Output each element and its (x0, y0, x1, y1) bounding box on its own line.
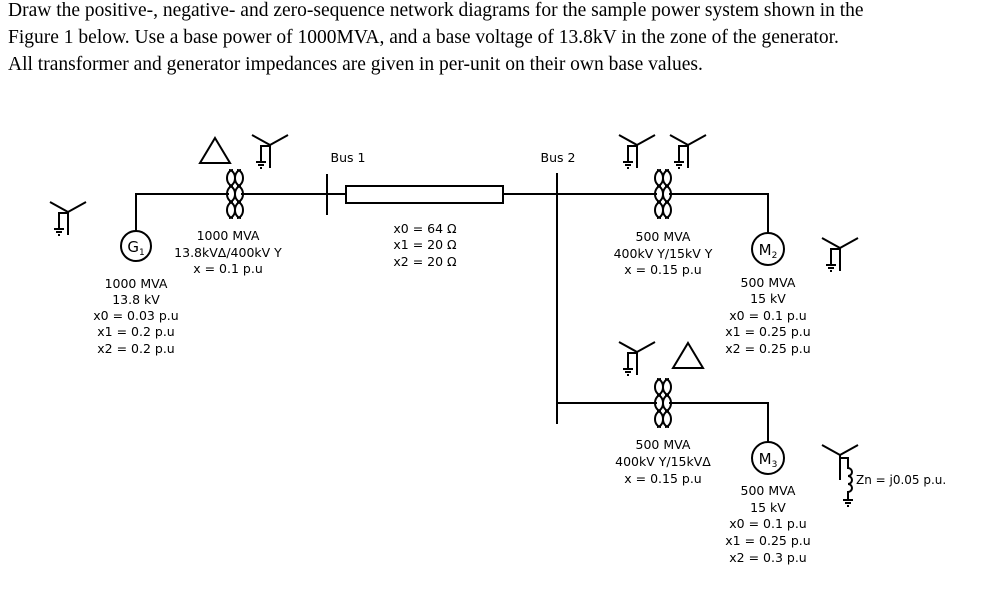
g1-wye-grounded-icon (49, 201, 87, 236)
m3-ratings: 500 MVA 15 kV x0 = 0.1 p.u x1 = 0.25 p.u… (725, 483, 810, 565)
diagram-label: x = 0.15 p.u (624, 262, 701, 277)
diagram-label: 400kV Y/15kVΔ (615, 454, 711, 469)
t3-wye-grounded-icon (618, 341, 656, 376)
transmission-line (345, 185, 504, 204)
diagram-label: x2 = 0.3 p.u (729, 550, 806, 565)
t2-wye-grounded-lv-icon (669, 134, 707, 169)
motor-m3-icon (751, 441, 785, 475)
t2-to-m2 (669, 193, 769, 233)
problem-line-1: Draw the positive-, negative- and zero-s… (8, 0, 864, 21)
diagram-label: x1 = 20 Ω (393, 237, 457, 252)
t2-wye-grounded-hv-icon (618, 134, 656, 169)
diagram-label: 500 MVA (741, 275, 796, 290)
diagram-label: 15 kV (750, 500, 786, 515)
diagram-label: x = 0.1 p.u (193, 261, 263, 276)
diagram-label: 1 (139, 248, 145, 258)
diagram-label: x2 = 0.25 p.u (725, 341, 810, 356)
transformer-t2-icon (654, 169, 672, 219)
diagram-label: x0 = 64 Ω (393, 221, 457, 236)
diagram-label: x = 0.15 p.u (624, 471, 701, 486)
motor-m2-icon (751, 232, 785, 266)
problem-line-3: All transformer and generator impedances… (8, 54, 703, 75)
transformer-t3-icon (654, 378, 672, 428)
problem-line-2: Figure 1 below. Use a base power of 1000… (8, 27, 839, 48)
m2-ratings: 500 MVA 15 kV x0 = 0.1 p.u x1 = 0.25 p.u… (725, 275, 810, 356)
t3-ratings: 500 MVA 400kV Y/15kVΔ x = 0.15 p.u (615, 437, 711, 486)
m2-symbol: M2 (759, 241, 778, 261)
diagram-label: x0 = 0.1 p.u (729, 308, 806, 323)
diagram-label: 500 MVA (636, 229, 691, 244)
diagram-label: 13.8kVΔ/400kV Y (174, 245, 282, 260)
diagram-label: 1000 MVA (197, 228, 260, 243)
t1-delta-icon (199, 137, 231, 164)
t2-ratings: 500 MVA 400kV Y/15kV Y x = 0.15 p.u (614, 229, 713, 277)
diagram-label: 500 MVA (741, 483, 796, 498)
t1-ratings: 1000 MVA 13.8kVΔ/400kV Y x = 0.1 p.u (174, 228, 282, 276)
diagram-label: 13.8 kV (112, 292, 160, 307)
line-impedances: x0 = 64 Ω x1 = 20 Ω x2 = 20 Ω (393, 221, 457, 269)
diagram-label: x1 = 0.25 p.u (725, 324, 810, 339)
generator-g1-icon (120, 230, 152, 262)
t3-to-m3 (669, 402, 769, 442)
diagram-label: 400kV Y/15kV Y (614, 246, 713, 261)
bus2-label: Bus 2 (541, 150, 576, 165)
diagram-label: x0 = 0.03 p.u (93, 308, 178, 323)
diagram-label: 15 kV (750, 291, 786, 306)
diagram-label: x0 = 0.1 p.u (729, 516, 806, 531)
t3-delta-icon (672, 342, 704, 369)
diagram-label: M (759, 450, 772, 468)
diagram-label: x2 = 20 Ω (393, 254, 457, 269)
diagram-label: x1 = 0.2 p.u (97, 324, 174, 339)
g1-feeder (135, 193, 229, 231)
diagram-label: x1 = 0.25 p.u (725, 533, 810, 548)
m2-wye-grounded-icon (821, 237, 859, 272)
transformer-t1-icon (226, 169, 244, 219)
diagram-label: G (127, 238, 139, 256)
diagram-label: M (759, 241, 772, 259)
diagram-label: 1000 MVA (105, 276, 168, 291)
diagram-label: x2 = 0.2 p.u (97, 341, 174, 356)
m3-grounding-impedance: Zn = j0.05 p.u. (856, 473, 946, 487)
g1-symbol: G1 (127, 238, 144, 258)
m3-symbol: M3 (759, 450, 778, 470)
diagram-label: 2 (772, 251, 778, 261)
diagram-label: 3 (772, 460, 778, 470)
t1-wye-grounded-icon (251, 134, 289, 169)
diagram-label: 500 MVA (636, 437, 691, 452)
m3-wye-impedance-grounded-icon (821, 444, 859, 507)
bus1-label: Bus 1 (331, 150, 366, 165)
g1-ratings: 1000 MVA 13.8 kV x0 = 0.03 p.u x1 = 0.2 … (93, 276, 178, 356)
